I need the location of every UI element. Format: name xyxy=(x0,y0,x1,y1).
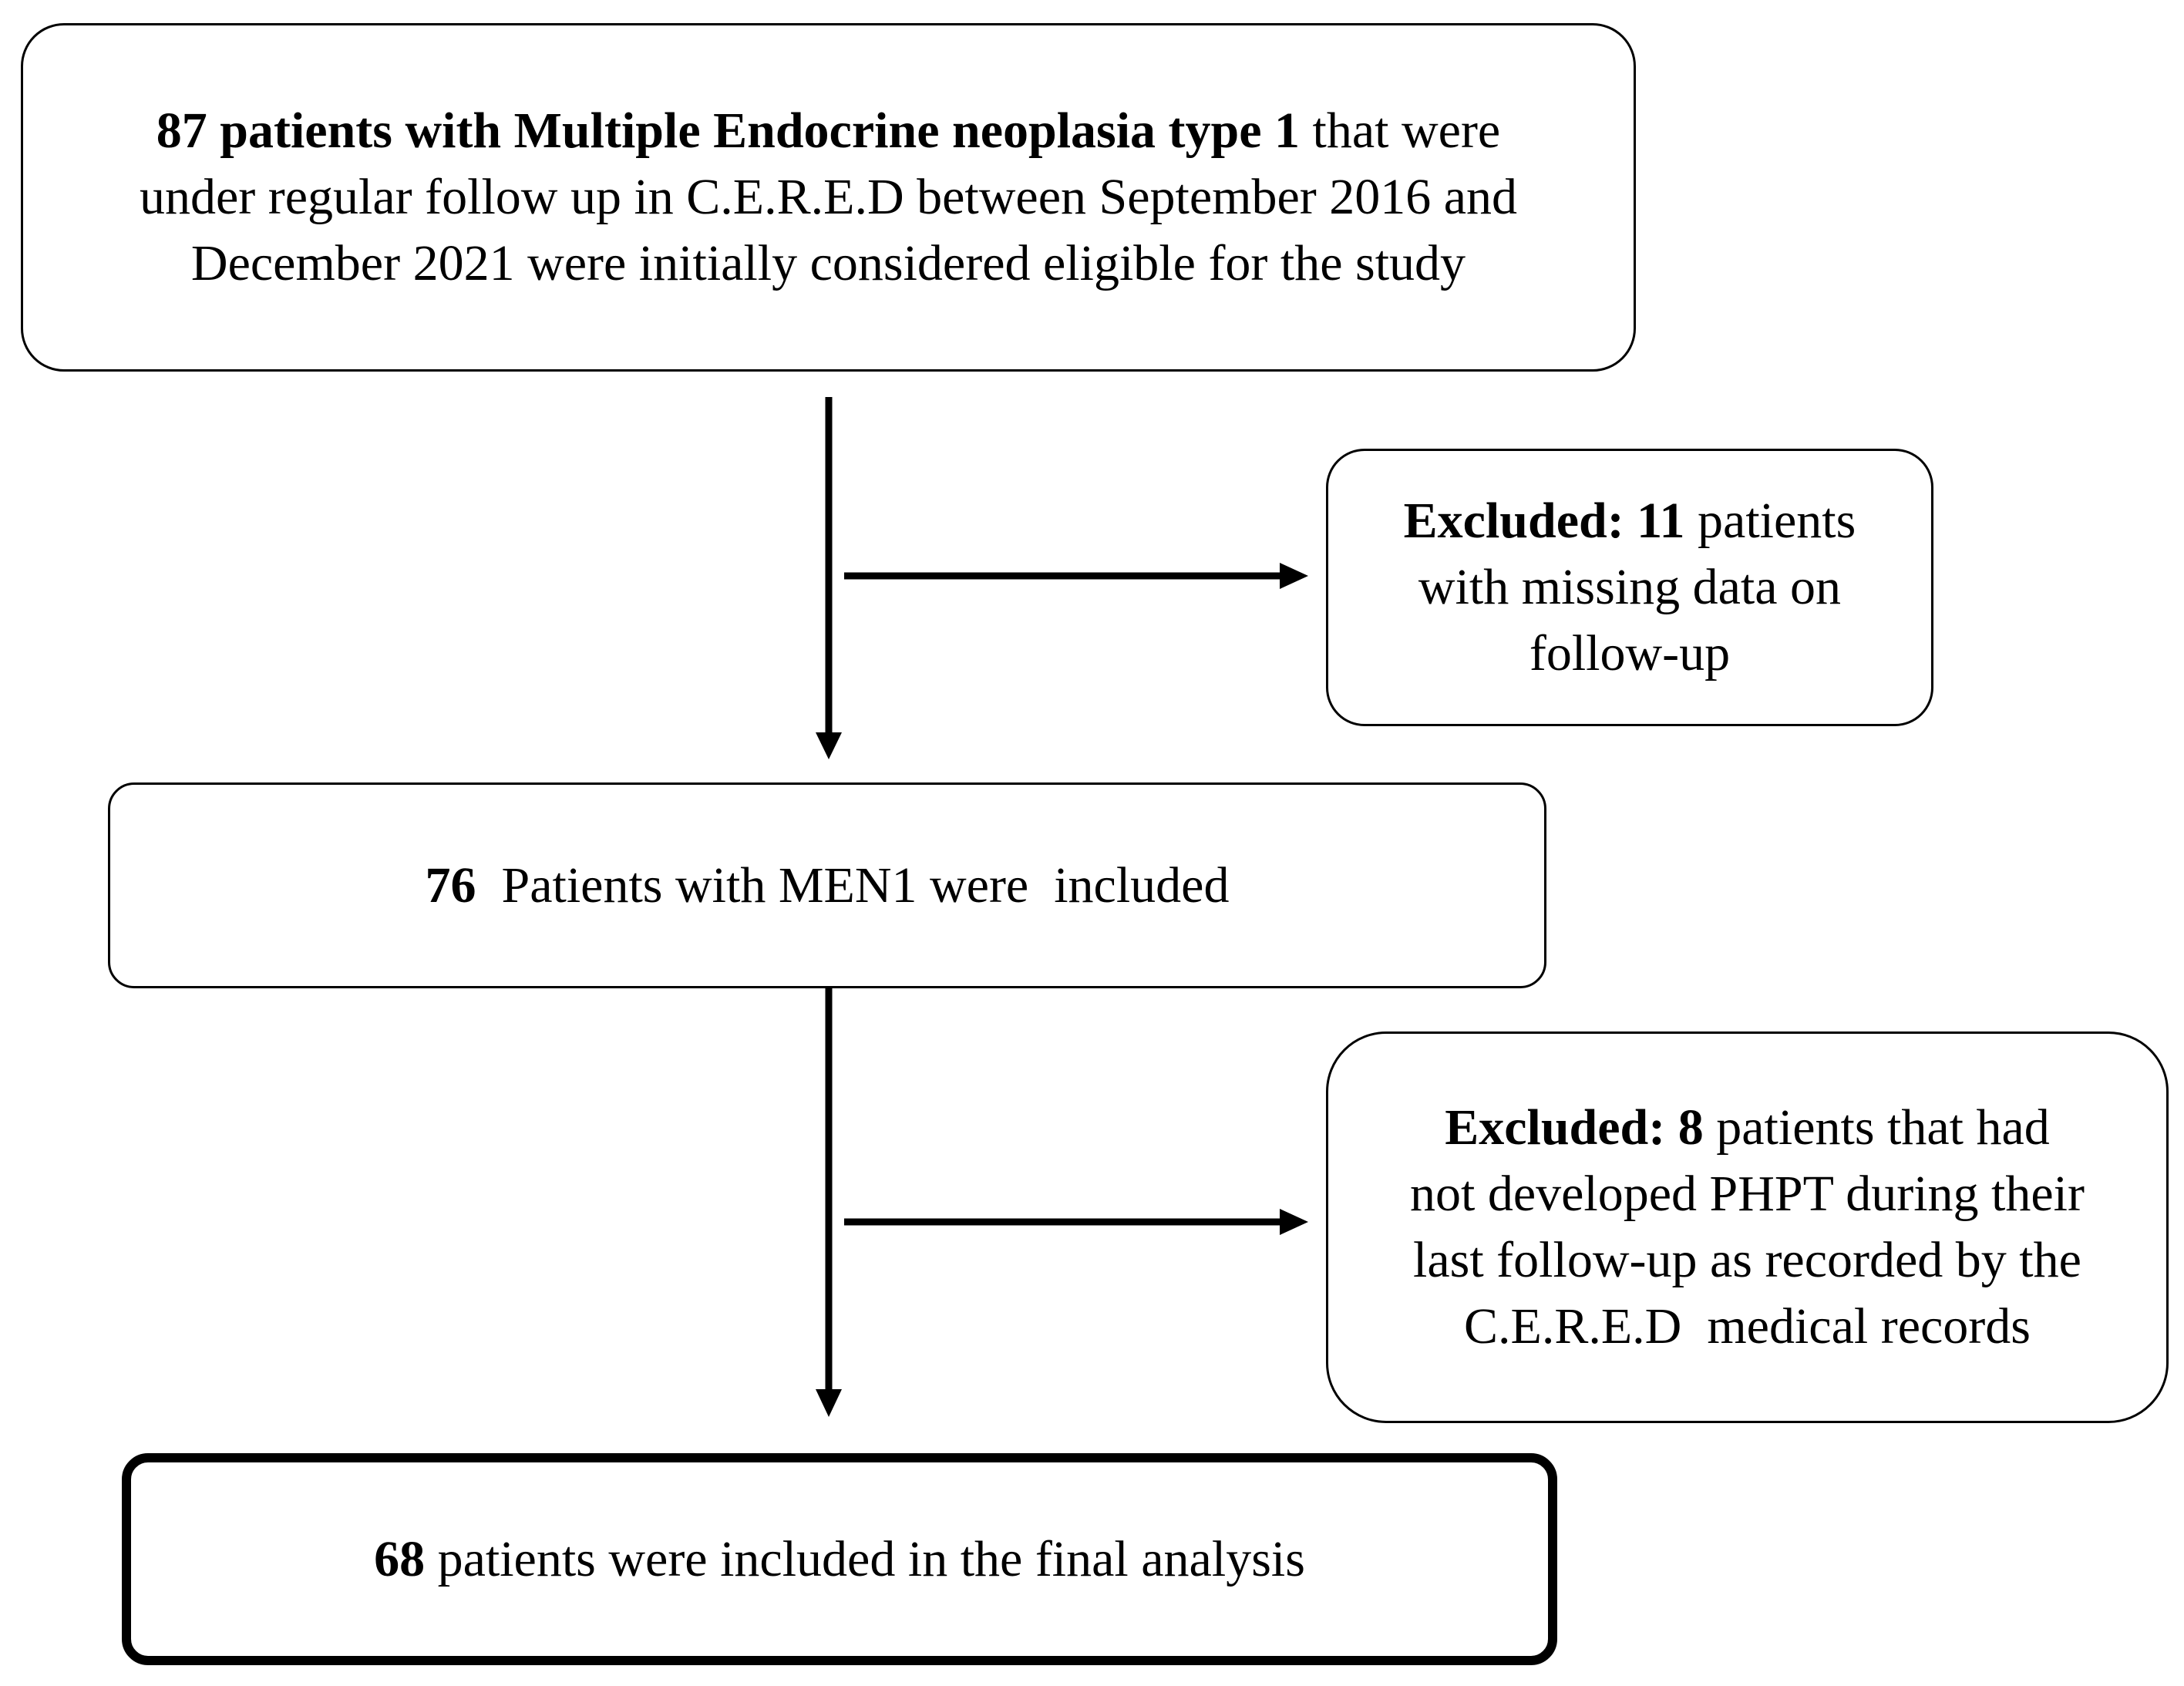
excluded-1-line3: follow-up xyxy=(1529,625,1731,681)
eligible-line1: that were xyxy=(1300,103,1501,159)
excluded-2-line1: patients that had xyxy=(1703,1099,2050,1156)
eligible-count-bold: 87 patients with Multiple Endocrine neop… xyxy=(156,103,1301,159)
included-patients-box: 76 Patients with MEN1 were included xyxy=(108,782,1546,988)
arrow-to-excluded-2 xyxy=(844,1209,1308,1235)
excluded-no-phpt-box: Excluded: 8 patients that had not develo… xyxy=(1326,1031,2169,1423)
included-text: Patients with MEN1 were included xyxy=(476,856,1230,914)
arrow-included-to-final xyxy=(816,988,842,1417)
excluded-2-bold: Excluded: 8 xyxy=(1445,1099,1704,1156)
arrow-eligible-to-included xyxy=(816,397,842,759)
excluded-1-bold: Excluded: 11 xyxy=(1403,493,1685,549)
excluded-missing-data-box: Excluded: 11 patients with missing data … xyxy=(1326,449,1933,726)
excluded-2-line2: not developed PHPT during their xyxy=(1409,1166,2085,1222)
eligible-patients-box: 87 patients with Multiple Endocrine neop… xyxy=(21,23,1636,372)
final-text: patients were included in the final anal… xyxy=(425,1530,1305,1587)
final-count-bold: 68 xyxy=(374,1530,426,1587)
arrow-to-excluded-1 xyxy=(844,563,1308,589)
eligible-line3: December 2021 were initially considered … xyxy=(190,235,1466,291)
final-analysis-box: 68 patients were included in the final a… xyxy=(122,1453,1557,1665)
included-count-bold: 76 xyxy=(425,856,476,914)
excluded-2-line4: C.E.R.E.D medical records xyxy=(1464,1298,2031,1355)
excluded-1-line1: patients xyxy=(1684,493,1856,549)
excluded-1-line2: with missing data on xyxy=(1418,559,1842,615)
excluded-2-line3: last follow-up as recorded by the xyxy=(1413,1232,2081,1288)
eligible-line2: under regular follow up in C.E.R.E.D bet… xyxy=(139,169,1518,225)
